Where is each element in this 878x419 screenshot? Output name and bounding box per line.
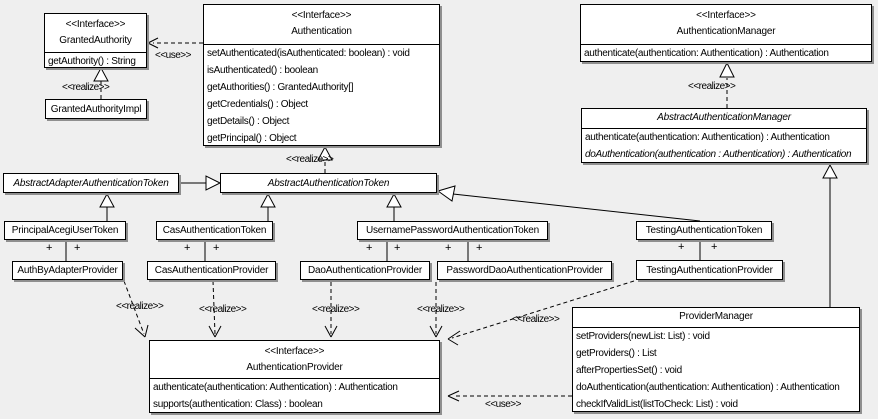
stereotype: <<Interface>>: [65, 19, 126, 30]
class-password-dao-authentication-provider[interactable]: PasswordDaoAuthenticationProvider: [437, 261, 612, 280]
class-abstract-authentication-token[interactable]: AbstractAuthenticationToken: [220, 173, 437, 193]
realize-label: <<realize>>: [62, 82, 110, 93]
class-name: Authentication: [291, 26, 352, 37]
method: authenticate(authentication: Authenticat…: [585, 132, 830, 143]
method: setProviders(newList: List) : void: [576, 331, 710, 342]
method: setAuthenticated(isAuthenticated: boolea…: [207, 48, 410, 59]
class-header: <<Interface>> AuthenticationProvider: [150, 341, 439, 379]
realize-label: <<realize>>: [286, 154, 334, 165]
class-name: CasAuthenticationToken: [162, 225, 267, 236]
class-name: UsernamePasswordAuthenticationToken: [365, 225, 540, 236]
realize-label: <<realize>>: [512, 314, 560, 325]
class-authentication[interactable]: <<Interface>> Authentication setAuthenti…: [203, 4, 440, 146]
class-name: TestingAuthenticationProvider: [646, 264, 773, 276]
class-granted-authority-impl[interactable]: GrantedAuthorityImpl: [45, 99, 147, 119]
class-name: AuthByAdapterProvider: [17, 265, 118, 276]
class-auth-by-adapter-provider[interactable]: AuthByAdapterProvider: [12, 261, 123, 280]
method: authenticate(authentication: Authenticat…: [584, 48, 829, 59]
realize-edge-testingauthenticationprovider: [447, 280, 635, 346]
realize-edge-casauthenticationprovider: [208, 280, 222, 338]
association-plus: +: [213, 242, 220, 254]
class-principal-acegi-user-token[interactable]: PrincipalAcegiUserToken: [4, 221, 126, 240]
class-granted-authority[interactable]: <<Interface>> GrantedAuthority getAuthor…: [44, 13, 147, 68]
class-authentication-provider[interactable]: <<Interface>> AuthenticationProvider aut…: [149, 340, 440, 413]
method: isAuthenticated() : boolean: [207, 65, 318, 76]
generalization-principal-token: [99, 192, 115, 221]
class-cas-authentication-token[interactable]: CasAuthenticationToken: [156, 221, 273, 240]
generalization-usernamepassword-token: [386, 192, 402, 221]
stereotype: <<Interface>>: [264, 346, 325, 357]
use-edge-providermanager-to-authenticationprovider: [447, 390, 572, 402]
class-abstract-adapter-authentication-token[interactable]: AbstractAdapterAuthenticationToken: [3, 173, 179, 193]
class-name: DaoAuthenticationProvider: [308, 265, 422, 276]
class-abstract-authentication-manager[interactable]: AbstractAuthenticationManager authentica…: [581, 108, 867, 163]
use-edge-authentication-to-grantedauthority: [147, 37, 203, 49]
realize-edge-abstractauthenticationmanager: [719, 61, 735, 108]
method: authenticate(authentication: Authenticat…: [153, 382, 398, 393]
association-plus: +: [445, 242, 452, 254]
realize-edge-daoauthenticationprovider: [324, 282, 338, 338]
method: doAuthentication(authentication: Authent…: [576, 382, 840, 393]
class-name: AbstractAuthenticationToken: [267, 177, 390, 189]
method: supports(authentication: Class) : boolea…: [153, 399, 323, 410]
class-name: AbstractAdapterAuthenticationToken: [13, 177, 169, 189]
class-name: GrantedAuthorityImpl: [50, 103, 142, 115]
class-cas-authentication-provider[interactable]: CasAuthenticationProvider: [147, 261, 276, 280]
class-testing-authentication-provider[interactable]: TestingAuthenticationProvider: [636, 260, 783, 280]
class-dao-authentication-provider[interactable]: DaoAuthenticationProvider: [300, 261, 430, 280]
class-authentication-manager[interactable]: <<Interface>> AuthenticationManager auth…: [580, 4, 872, 62]
class-header: <<Interface>> Authentication: [204, 5, 439, 45]
association-plus: +: [46, 242, 53, 254]
class-name: PasswordDaoAuthenticationProvider: [446, 265, 603, 276]
method: getDetails() : Object: [207, 116, 290, 127]
class-username-password-authentication-token[interactable]: UsernamePasswordAuthenticationToken: [357, 221, 548, 240]
association-plus: +: [476, 242, 483, 254]
use-label: <<use>>: [155, 50, 191, 61]
method: getProviders() : List: [576, 348, 657, 359]
association-plus: +: [711, 241, 718, 253]
realize-edge-grantedauthorityimpl: [93, 66, 109, 99]
class-name: AbstractAuthenticationManager: [582, 109, 866, 129]
association-plus: +: [366, 242, 373, 254]
use-label: <<use>>: [485, 399, 521, 410]
class-name: AuthenticationManager: [676, 26, 776, 37]
realize-label: <<realize>>: [312, 304, 360, 315]
generalization-adapter-token: [179, 175, 222, 191]
class-name: PrincipalAcegiUserToken: [11, 225, 119, 236]
class-name: CasAuthenticationProvider: [154, 265, 269, 276]
class-header: <<Interface>> AuthenticationManager: [581, 5, 871, 45]
method: getAuthorities() : GrantedAuthority[]: [207, 82, 354, 93]
association-plus: +: [184, 242, 191, 254]
class-provider-manager[interactable]: ProviderManager setProviders(newList: Li…: [572, 307, 860, 412]
realize-edge-passworddaoauthenticationprovider: [429, 282, 443, 338]
stereotype: <<Interface>>: [291, 10, 352, 21]
association-plus: +: [74, 242, 81, 254]
generalization-cas-token: [260, 192, 276, 221]
class-testing-authentication-token[interactable]: TestingAuthenticationToken: [636, 221, 772, 240]
association-lines-tokens-providers: [65, 240, 701, 261]
stereotype: <<Interface>>: [696, 10, 756, 21]
realize-label: <<realize>>: [199, 304, 247, 315]
generalization-providermanager: [822, 163, 838, 307]
method: getAuthority() : String: [48, 56, 136, 67]
realize-label: <<realize>>: [688, 81, 736, 92]
association-plus: +: [394, 242, 401, 254]
class-name: TestingAuthenticationToken: [645, 225, 763, 236]
realize-label: <<realize>>: [116, 301, 164, 312]
method-abstract: doAuthentication(authentication : Authen…: [585, 149, 852, 160]
association-plus: +: [678, 241, 685, 253]
class-name: GrantedAuthority: [59, 35, 132, 46]
realize-edge-authbyadapterprovider: [123, 280, 149, 338]
method: getPrincipal() : Object: [207, 133, 297, 144]
realize-edge-abstractauthenticationtoken: [317, 145, 333, 173]
generalization-testing-token: [436, 185, 701, 222]
method: checkIfValidList(listToCheck: List) : vo…: [576, 399, 738, 410]
method: afterPropertiesSet() : void: [576, 365, 682, 376]
class-header: <<Interface>> GrantedAuthority: [45, 14, 146, 53]
realize-label: <<realize>>: [417, 304, 465, 315]
class-name: AuthenticationProvider: [246, 362, 343, 373]
class-name: ProviderManager: [573, 308, 859, 328]
method: getCredentials() : Object: [207, 99, 308, 110]
